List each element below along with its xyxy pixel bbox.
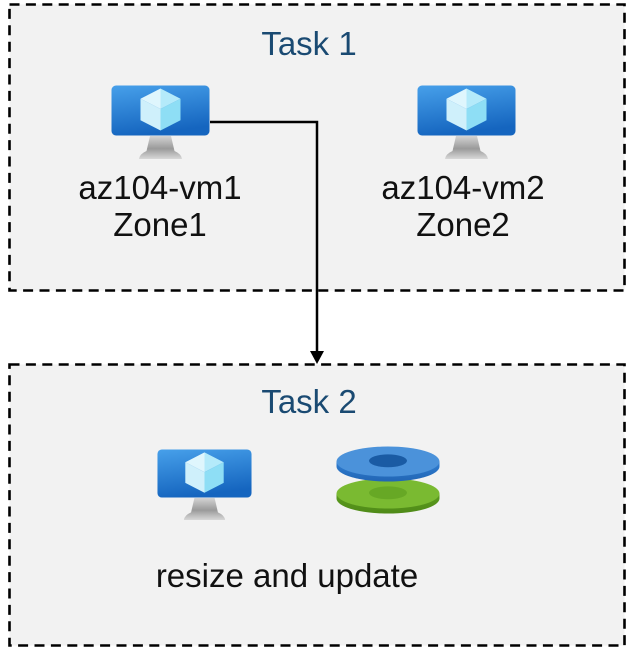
vm1-group: az104-vm1 Zone1	[42, 3, 278, 292]
task1-box: Task 1 az104-vm1 Zone1 az104-vm2 Zone2	[8, 3, 626, 292]
disks-icon	[336, 446, 440, 520]
task2-caption: resize and update	[155, 557, 419, 594]
virtual-machine-icon	[111, 85, 210, 161]
task2-box: Task 2 resize and update	[8, 363, 626, 647]
task2-title: Task 2	[261, 383, 357, 420]
virtual-machine-icon	[417, 85, 516, 161]
vm1-zone: Zone1	[113, 206, 207, 243]
virtual-machine-icon	[157, 449, 252, 522]
vm2-group: az104-vm2 Zone2	[345, 3, 581, 292]
task1-title: Task 1	[261, 25, 357, 62]
task2-dashed-border	[8, 363, 626, 647]
vm2-zone: Zone2	[416, 206, 510, 243]
vm1-name: az104-vm1	[78, 169, 242, 206]
vm1-label: az104-vm1 Zone1	[42, 169, 278, 243]
vm2-name: az104-vm2	[381, 169, 545, 206]
vm2-label: az104-vm2 Zone2	[345, 169, 581, 243]
